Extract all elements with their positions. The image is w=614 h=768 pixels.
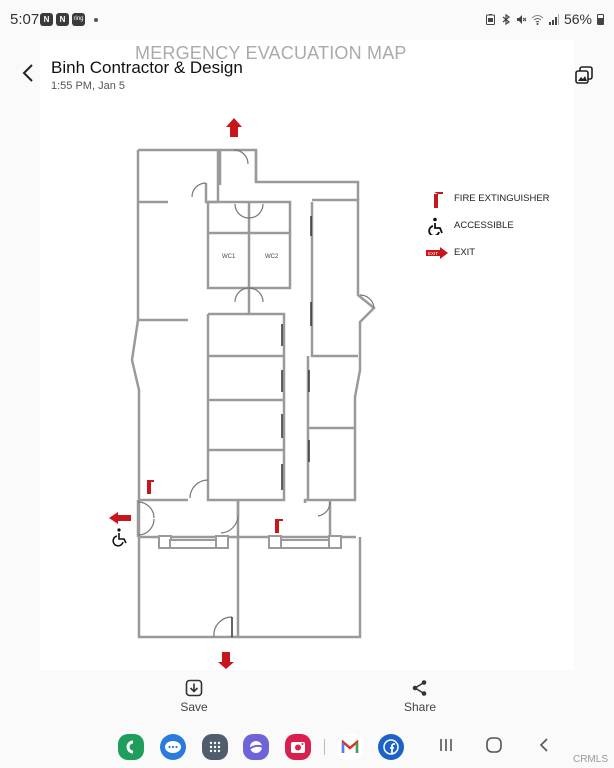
gallery-button[interactable] — [575, 66, 593, 84]
message-bubble-icon — [165, 741, 181, 753]
ring-app-icon: ring — [72, 13, 85, 26]
camera-icon — [291, 742, 305, 753]
legend-item-exit: EXIT EXIT — [425, 239, 550, 266]
dock-separator — [324, 739, 325, 755]
viewer-header: Binh Contractor & Design 1:55 PM, Jan 5 — [0, 40, 614, 100]
facebook-icon — [383, 739, 399, 755]
room-label-wc2: WC2 — [265, 254, 279, 260]
mute-icon — [516, 14, 527, 25]
nav-back-button[interactable] — [535, 736, 553, 759]
apps-grid-icon — [209, 741, 221, 753]
legend-item-accessible: ACCESSIBLE — [425, 212, 550, 239]
phone-app[interactable] — [118, 734, 144, 760]
share-icon — [412, 680, 427, 696]
camera-app[interactable] — [285, 734, 311, 760]
gmail-app[interactable] — [337, 734, 363, 760]
internet-app[interactable] — [243, 734, 269, 760]
recents-button[interactable] — [437, 736, 455, 759]
back-button[interactable] — [18, 62, 38, 84]
signal-icon — [548, 13, 559, 25]
phone-icon — [126, 740, 134, 754]
legend-item-fire-extinguisher: FIRE EXTINGUISHER — [425, 185, 550, 212]
evacuation-map-image[interactable]: MERGENCY EVACUATION MAP — [40, 40, 574, 670]
accessible-icon — [425, 217, 449, 235]
taskbar-dock: CRMLS — [0, 730, 614, 766]
recents-icon — [440, 739, 452, 751]
watermark: CRMLS — [572, 754, 608, 765]
wifi-icon — [531, 14, 544, 25]
share-button[interactable]: Share — [390, 676, 450, 714]
more-notifications-dot — [94, 18, 98, 22]
status-time: 5:07 — [10, 11, 40, 28]
save-button[interactable]: Save — [164, 676, 224, 714]
battery-percent: 56% — [563, 11, 592, 27]
facebook-app[interactable] — [378, 734, 404, 760]
nav-back-icon — [539, 738, 548, 752]
image-actions: Save Share — [0, 676, 614, 720]
home-button[interactable] — [485, 736, 503, 759]
status-icons: 56% — [486, 11, 604, 27]
home-icon — [486, 737, 502, 753]
map-title: MERGENCY EVACUATION MAP — [135, 43, 407, 63]
status-bar: 5:07 N N ring 56% — [0, 0, 614, 38]
save-download-icon — [185, 679, 203, 697]
bluetooth-icon — [501, 13, 511, 25]
battery-icon — [597, 13, 604, 25]
internet-planet-icon — [248, 741, 264, 753]
fire-extinguisher-icon — [425, 190, 449, 208]
n-app-icon: N — [40, 13, 53, 26]
floor-plan: WC1 WC2 — [109, 118, 376, 669]
room-label-wc1: WC1 — [222, 254, 236, 260]
gallery-icon — [575, 66, 593, 84]
message-timestamp: 1:55 PM, Jan 5 — [51, 80, 125, 92]
back-chevron-icon — [22, 64, 33, 82]
gmail-icon — [341, 740, 359, 753]
exit-arrow-icon: EXIT — [425, 244, 449, 262]
messages-app[interactable] — [160, 734, 186, 760]
apps-drawer[interactable] — [202, 734, 228, 760]
conversation-title: Binh Contractor & Design — [51, 58, 243, 77]
svg-text:EXIT: EXIT — [428, 251, 438, 256]
map-legend: FIRE EXTINGUISHER ACCESSIBLE EXIT EXIT — [425, 185, 550, 266]
n-app-icon: N — [56, 13, 69, 26]
battery-saver-icon — [486, 13, 496, 25]
